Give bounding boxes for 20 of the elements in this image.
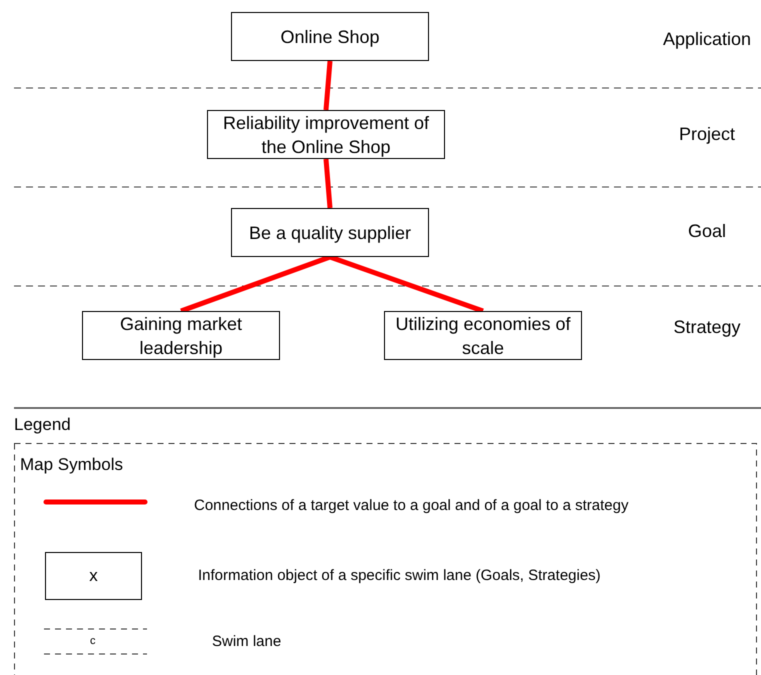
information-object-sample: x (45, 552, 142, 600)
swim-lane-label: Strategy (673, 316, 741, 338)
legend-text: Connections of a target value to a goal and of a goal to a strategy (194, 496, 628, 516)
legend-text: Swim lane (212, 632, 282, 652)
connector-line (329, 254, 484, 314)
swim-lane-label: Goal (688, 220, 726, 242)
legend-text: Information object of a specific swim lane (Goals, Strategies) (198, 566, 601, 586)
connector-line (324, 60, 332, 110)
connector-line (180, 254, 331, 314)
process-box: Gaining market leadership (82, 311, 280, 360)
process-box: Utilizing economies of scale (384, 311, 582, 360)
swim-lane-sample-label: c (90, 634, 96, 648)
legend-heading: Legend (14, 414, 71, 436)
connector-line (324, 158, 332, 208)
swim-lane-label: Project (678, 123, 736, 145)
legend-section-title: Map Symbols (20, 454, 123, 476)
process-box: Be a quality supplier (231, 208, 429, 257)
swim-lane-label: Application (662, 28, 752, 50)
process-box: Reliability improvement of the Online Shop (207, 110, 445, 159)
process-box: Online Shop (231, 12, 429, 61)
